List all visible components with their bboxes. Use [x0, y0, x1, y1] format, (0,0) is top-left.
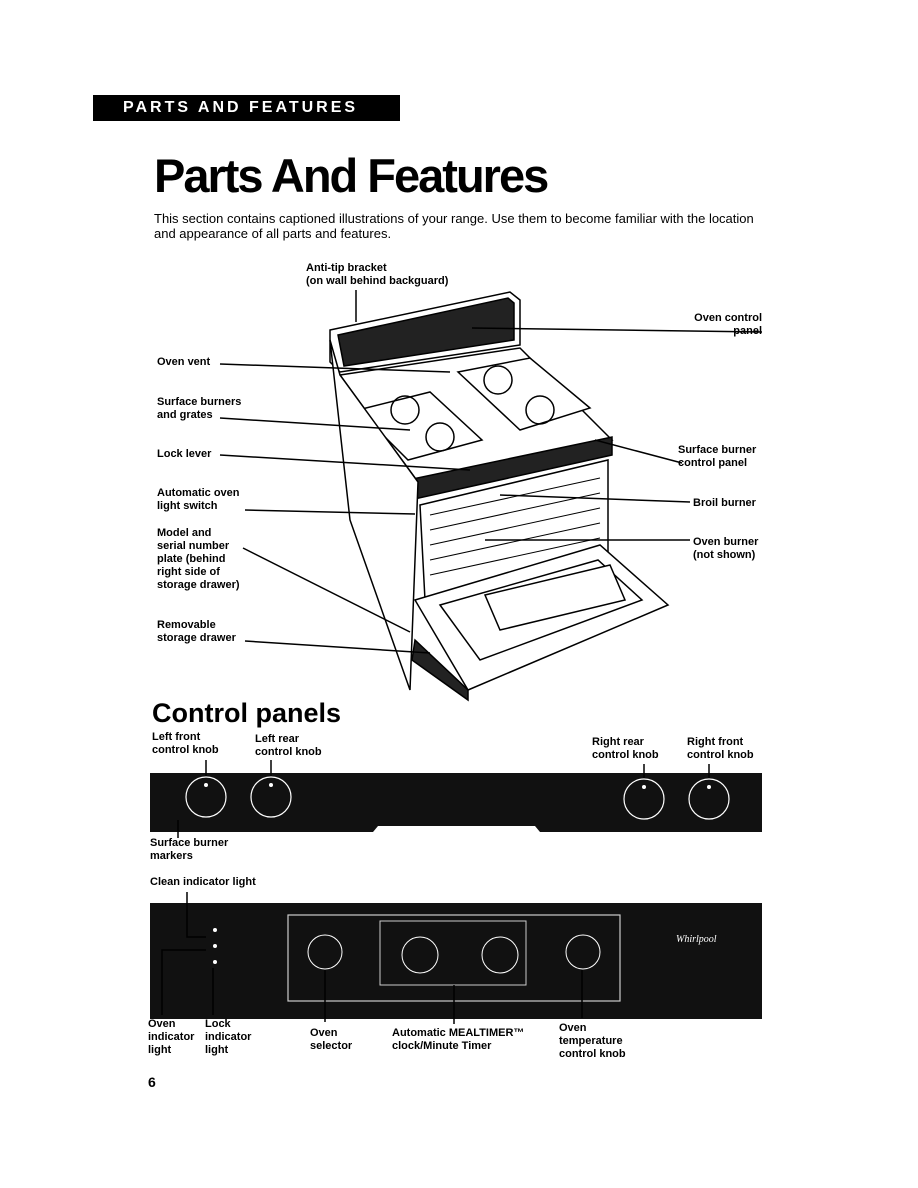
clean-indicator-label: Clean indicator light — [150, 876, 256, 888]
right-rear-knob-label: Right rear control knob — [592, 736, 659, 762]
surface-burner-panel-label-line2: control panel — [678, 457, 748, 469]
section-header-bar: PARTS AND FEATURES — [93, 95, 400, 121]
timer-label-line2: clock/Minute Timer — [392, 1040, 492, 1052]
oven-indicator-label-line3: light — [148, 1044, 172, 1056]
timer-label: Automatic MEALTIMER™ clock/Minute Timer — [392, 1027, 524, 1053]
right-rear-label-line2: control knob — [592, 749, 659, 761]
lock-indicator-label-line1: Lock — [205, 1018, 231, 1030]
surface-burners-label-line1: Surface burners — [157, 396, 242, 408]
left-rear-label-line1: Left rear — [255, 733, 300, 745]
surface-burners-label-line2: and grates — [157, 409, 213, 421]
left-rear-label-line2: control knob — [255, 746, 322, 758]
anti-tip-label: Anti-tip bracket (on wall behind backgua… — [306, 262, 448, 288]
lock-lever-label: Lock lever — [157, 448, 212, 460]
lock-indicator-label-line3: light — [205, 1044, 229, 1056]
timer-label-line1: Automatic MEALTIMER™ — [392, 1027, 525, 1039]
auto-light-label: Automatic oven light switch — [157, 487, 240, 513]
drawer-label-line1: Removable — [157, 619, 216, 631]
oven-indicator-label: Oven indicator light — [148, 1018, 194, 1057]
brand-logo: Whirlpool — [676, 934, 717, 945]
temp-label-line1: Oven — [559, 1022, 587, 1034]
right-rear-label-line1: Right rear — [592, 736, 644, 748]
broil-burner-label: Broil burner — [693, 497, 756, 509]
oven-selector-label: Oven selector — [310, 1027, 352, 1053]
lock-indicator-label-line2: indicator — [205, 1031, 252, 1043]
oven-indicator-label-line1: Oven — [148, 1018, 176, 1030]
temp-label-line2: temperature — [559, 1035, 623, 1047]
intro-paragraph: This section contains captioned illustra… — [154, 211, 754, 241]
markers-label-line1: Surface burner — [150, 837, 229, 849]
surface-burner-panel-label: Surface burner control panel — [678, 444, 756, 470]
left-front-label-line1: Left front — [152, 731, 201, 743]
left-front-label-line2: control knob — [152, 744, 219, 756]
surface-burners-label: Surface burners and grates — [157, 396, 241, 422]
model-plate-label: Model and serial number plate (behind ri… — [157, 527, 240, 592]
model-label-line4: right side of — [157, 566, 220, 578]
oven-indicator-label-line2: indicator — [148, 1031, 195, 1043]
storage-drawer-label: Removable storage drawer — [157, 619, 236, 645]
model-label-line5: storage drawer) — [157, 579, 240, 591]
oven-burner-label-line2: (not shown) — [693, 549, 756, 561]
surface-burner-panel-label-line1: Surface burner — [678, 444, 757, 456]
anti-tip-label-line1: Anti-tip bracket — [306, 262, 387, 274]
model-label-line1: Model and — [157, 527, 212, 539]
surface-burner-markers-label: Surface burner markers — [150, 837, 228, 863]
right-front-label-line2: control knob — [687, 749, 754, 761]
oven-temp-knob-label: Oven temperature control knob — [559, 1022, 626, 1061]
auto-light-label-line2: light switch — [157, 500, 218, 512]
model-label-line2: serial number — [157, 540, 230, 552]
model-label-line3: plate (behind — [157, 553, 226, 565]
right-front-knob-label: Right front control knob — [687, 736, 754, 762]
oven-burner-label-line1: Oven burner — [693, 536, 759, 548]
lock-indicator-label: Lock indicator light — [205, 1018, 251, 1057]
markers-label-line2: markers — [150, 850, 193, 862]
temp-label-line3: control knob — [559, 1048, 626, 1060]
left-rear-knob-label: Left rear control knob — [255, 733, 322, 759]
anti-tip-label-line2: (on wall behind backguard) — [306, 275, 449, 287]
left-front-knob-label: Left front control knob — [152, 731, 219, 757]
oven-control-label-line1: Oven control — [694, 312, 762, 324]
oven-control-label-line2: panel — [733, 325, 762, 337]
control-panels-heading: Control panels — [152, 698, 342, 728]
oven-selector-label-line1: Oven — [310, 1027, 338, 1039]
right-front-label-line1: Right front — [687, 736, 744, 748]
oven-vent-label: Oven vent — [157, 356, 211, 368]
oven-burner-label: Oven burner (not shown) — [693, 536, 758, 562]
oven-selector-label-line2: selector — [310, 1040, 353, 1052]
page-title: Parts And Features — [154, 149, 549, 202]
drawer-label-line2: storage drawer — [157, 632, 236, 644]
auto-light-label-line1: Automatic oven — [157, 487, 240, 499]
page-number: 6 — [148, 1074, 156, 1090]
oven-control-panel-label: Oven control panel — [690, 312, 762, 338]
